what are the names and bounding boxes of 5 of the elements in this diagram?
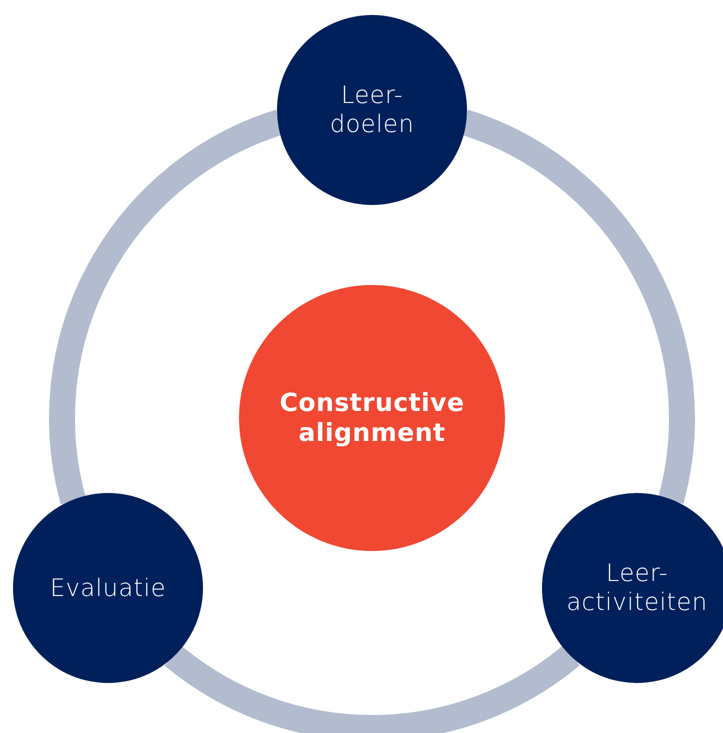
ring-arc: [165, 644, 580, 733]
node-label: Leer- doelen: [328, 81, 416, 139]
node-label: Leer- activiteiten: [565, 559, 709, 617]
node-label: Evaluatie: [50, 574, 166, 602]
node-label: Constructive alignment: [278, 388, 466, 448]
